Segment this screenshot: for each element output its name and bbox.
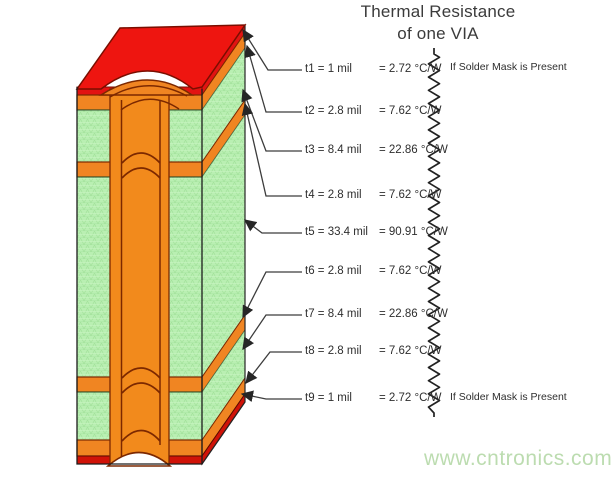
layer-label-row-t9: t9 = 1 mil = 2.72 °C/W [305, 392, 505, 406]
leader-arrow-t8 [245, 351, 302, 385]
diagram-title-line2: of one VIA [397, 24, 479, 43]
layer-resistance-t1: = 2.72 °C/W [379, 63, 442, 75]
layer-thickness-t8: t8 = 2.8 mil [305, 345, 362, 357]
layer-thickness-t6: t6 = 2.8 mil [305, 265, 362, 277]
leader-arrow-t6 [242, 271, 302, 319]
layer-resistance-t2: = 7.62 °C/W [379, 105, 442, 117]
layer-resistance-t3: = 22.86 °C/W [379, 144, 448, 156]
via-arc-t4-upper [121, 152, 161, 164]
via-barrel-body [109, 88, 170, 465]
layer-label-row-t4: t4 = 2.8 mil = 7.62 °C/W [305, 189, 505, 203]
layer-thickness-t7: t7 = 8.4 mil [305, 308, 362, 320]
layer-thickness-t9: t9 = 1 mil [305, 392, 352, 404]
layer-label-row-t1: t1 = 1 mil = 2.72 °C/W [305, 63, 505, 77]
layer-resistance-t7: = 22.86 °C/W [379, 308, 448, 320]
layer-thickness-t2: t2 = 2.8 mil [305, 105, 362, 117]
layer-label-row-t3: t3 = 8.4 mil = 22.86 °C/W [305, 144, 505, 158]
side-face-outline [201, 25, 246, 465]
layer-thickness-t4: t4 = 2.8 mil [305, 189, 362, 201]
layer-resistance-t6: = 7.62 °C/W [379, 265, 442, 277]
layer-resistance-t5: = 90.91 °C/W [379, 226, 448, 238]
leader-arrow-t1 [242, 28, 302, 71]
solder-mask-note-top: If Solder Mask is Present [450, 61, 567, 73]
diagram-title-line1: Thermal Resistance [360, 2, 516, 21]
diagram-title: Thermal Resistance of one VIA [350, 1, 526, 45]
front-face-outline [76, 87, 203, 465]
via-arc-bottom-rim [121, 429, 161, 442]
via-arc-t4-lower [121, 167, 161, 179]
leader-arrows [240, 28, 302, 402]
via-pad-dome [98, 79, 195, 96]
leader-arrow-t2 [244, 44, 302, 113]
leader-arrow-t9 [240, 390, 302, 402]
layer-thickness-t1: t1 = 1 mil [305, 63, 352, 75]
leader-arrow-t3 [241, 88, 302, 152]
layer-label-row-t5: t5 = 33.4 mil = 90.91 °C/W [305, 226, 505, 240]
solder-mask-note-bottom: If Solder Mask is Present [450, 391, 567, 403]
layer-label-row-t7: t7 = 8.4 mil = 22.86 °C/W [305, 308, 505, 322]
via-arc-t6-lower [121, 382, 161, 394]
via-drill-opening [105, 451, 173, 467]
leader-arrow-t7 [242, 314, 302, 351]
via-arc-t6-upper [121, 367, 161, 379]
layer-label-row-t2: t2 = 2.8 mil = 7.62 °C/W [305, 105, 505, 119]
pcb-top-face-soldermask [75, 24, 247, 90]
layer-label-row-t6: t6 = 2.8 mil = 7.62 °C/W [305, 265, 505, 279]
layer-resistance-t4: = 7.62 °C/W [379, 189, 442, 201]
thermal-resistor-symbol [427, 48, 441, 417]
via-dome-arc-inner [120, 98, 180, 111]
leader-arrow-t5 [243, 219, 302, 234]
leader-arrow-t4 [241, 102, 302, 197]
layer-label-row-t8: t8 = 2.8 mil = 7.62 °C/W [305, 345, 505, 359]
pcb-side-face [201, 23, 246, 466]
via-dome-arc-outer [109, 85, 188, 98]
layer-thickness-t3: t3 = 8.4 mil [305, 144, 362, 156]
watermark: www.cntronics.com [424, 447, 613, 470]
layer-resistance-t8: = 7.62 °C/W [379, 345, 442, 357]
layer-resistance-t9: = 2.72 °C/W [379, 392, 442, 404]
layer-thickness-t5: t5 = 33.4 mil [305, 226, 368, 238]
via-barrel [98, 79, 195, 467]
